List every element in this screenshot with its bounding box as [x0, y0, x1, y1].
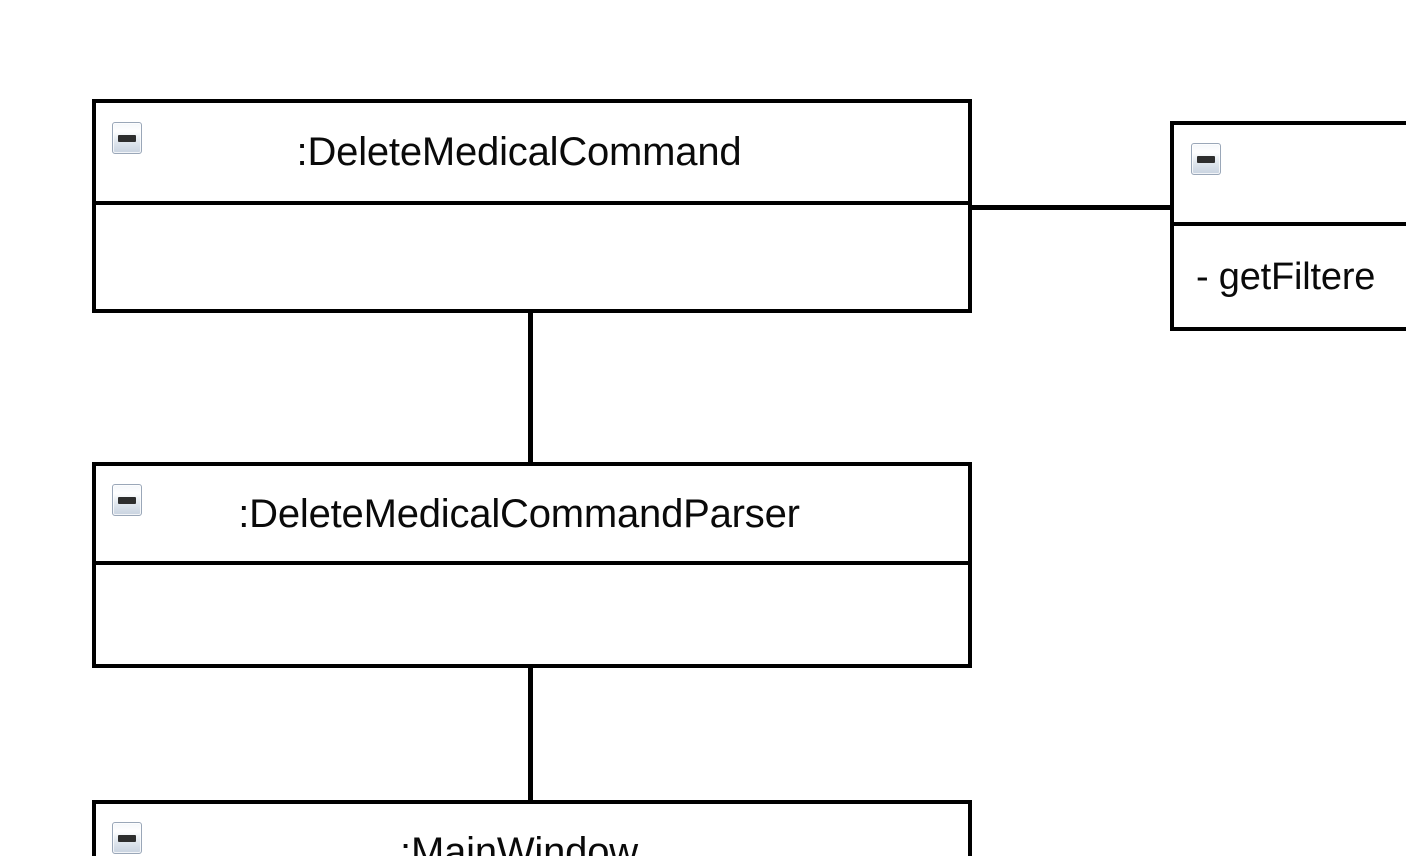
uml-node-header — [1174, 125, 1406, 226]
uml-node-header: :MainWindow — [96, 804, 968, 856]
uml-node-model-manager[interactable]: - getFiltere — [1170, 121, 1406, 331]
collapse-icon[interactable] — [112, 484, 142, 516]
connector-command-to-model — [968, 205, 1172, 210]
uml-node-members — [96, 565, 968, 664]
uml-node-delete-medical-command[interactable]: :DeleteMedicalCommand — [92, 99, 972, 313]
uml-node-members: - getFiltere — [1174, 226, 1406, 327]
uml-node-main-window[interactable]: :MainWindow — [92, 800, 972, 856]
uml-node-title: :DeleteMedicalCommand — [296, 130, 742, 174]
connector-command-to-parser — [528, 309, 533, 465]
uml-node-header: :DeleteMedicalCommand — [96, 103, 968, 205]
collapse-icon[interactable] — [112, 122, 142, 154]
connector-parser-to-mainwindow — [528, 666, 533, 803]
uml-node-title: :MainWindow — [400, 830, 638, 856]
uml-member-row: - getFiltere — [1196, 255, 1376, 298]
collapse-icon[interactable] — [1191, 143, 1221, 175]
uml-node-members — [96, 205, 968, 309]
collapse-icon[interactable] — [112, 822, 142, 854]
uml-node-header: :DeleteMedicalCommandParser — [96, 466, 968, 565]
uml-node-delete-medical-command-parser[interactable]: :DeleteMedicalCommandParser — [92, 462, 972, 668]
uml-node-title: :DeleteMedicalCommandParser — [238, 491, 800, 536]
